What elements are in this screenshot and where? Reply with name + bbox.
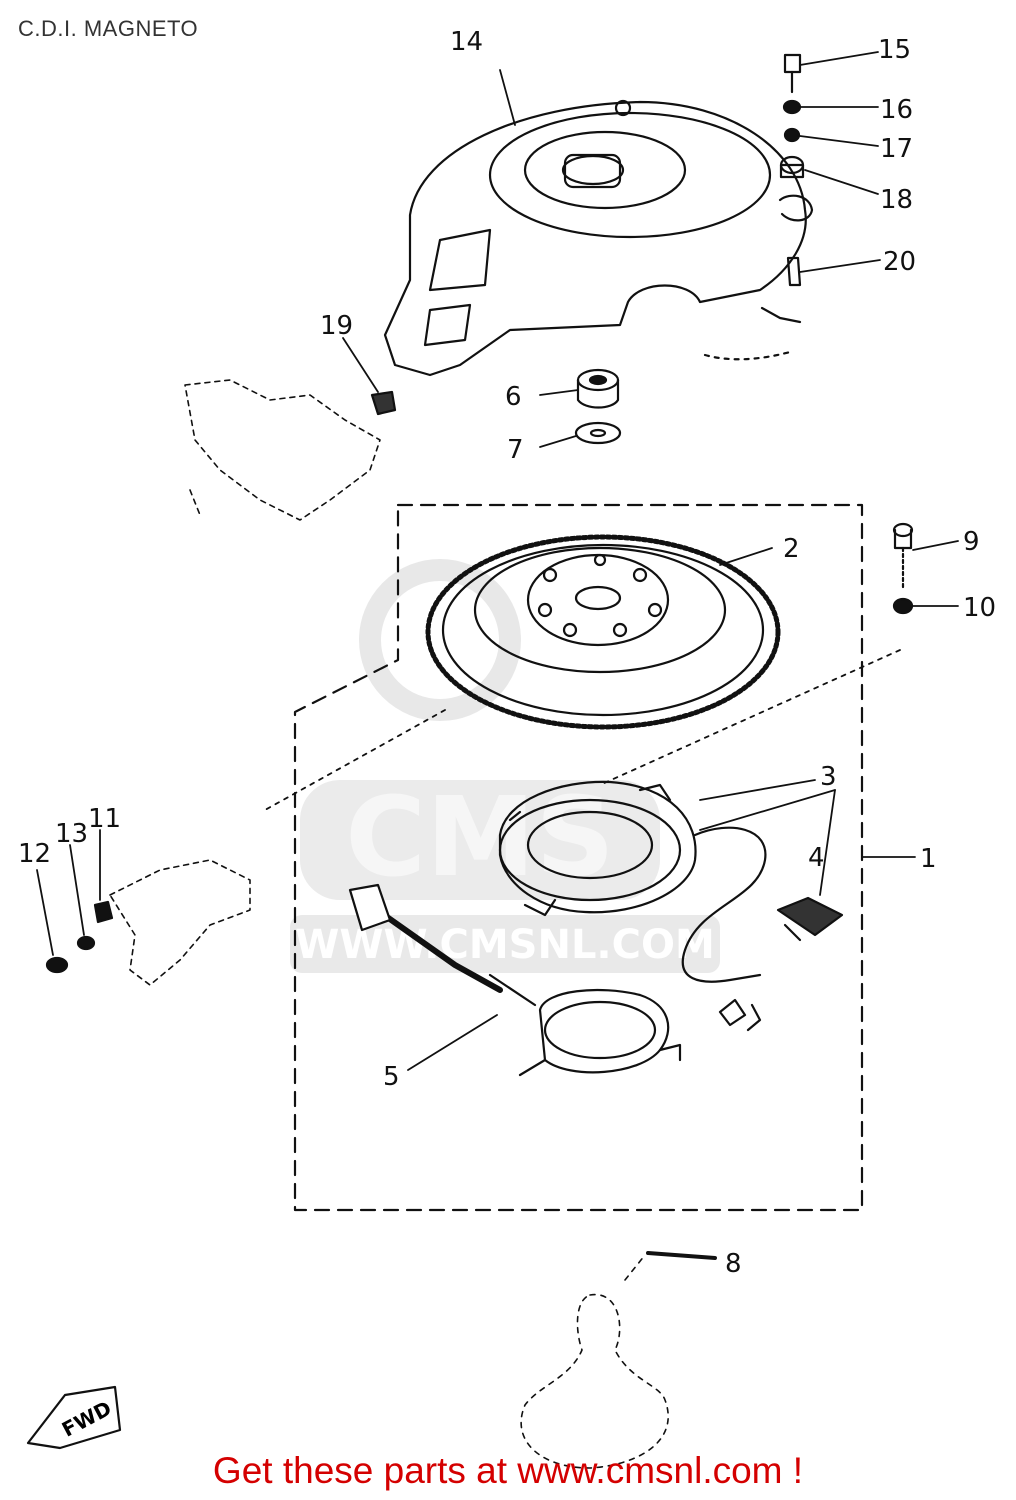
screw-12 — [45, 956, 69, 974]
part-label-4: 4 — [808, 843, 825, 873]
part-label-1: 1 — [920, 844, 937, 874]
part-label-8: 8 — [725, 1249, 742, 1279]
fwd-arrow-icon — [26, 1385, 122, 1450]
cdi-unit — [718, 896, 844, 1032]
part-label-5: 5 — [383, 1062, 400, 1092]
part-label-12: 12 — [18, 839, 51, 869]
part-label-13: 13 — [55, 819, 88, 849]
side-bracket-outline — [109, 859, 251, 986]
part-label-9: 9 — [963, 527, 980, 557]
part-labels: 14 15 16 17 18 20 19 6 7 2 9 10 3 1 4 11… — [18, 27, 996, 1442]
part-label-14: 14 — [450, 27, 483, 57]
assembly-box — [293, 503, 864, 1212]
lower-housing-outline — [520, 1254, 669, 1469]
part-label-19: 19 — [320, 311, 353, 341]
leader-lines — [36, 51, 959, 1071]
watermark-logo: CMS — [345, 773, 614, 901]
engine-bracket-outline — [184, 379, 381, 521]
washer-17 — [783, 127, 801, 143]
part-label-11: 11 — [88, 804, 121, 834]
flywheel-cover — [383, 99, 814, 377]
part-label-15: 15 — [878, 35, 911, 65]
washer-16 — [782, 99, 802, 115]
bolt-9 — [892, 522, 914, 592]
flywheel — [425, 534, 781, 730]
pin-8 — [646, 1251, 717, 1260]
grommet-18 — [779, 155, 805, 179]
washer-10 — [892, 597, 914, 615]
bracket-11 — [93, 900, 114, 924]
bolt-20 — [786, 256, 802, 287]
washer-13 — [76, 935, 96, 951]
nut-6 — [576, 368, 620, 409]
part-label-6: 6 — [505, 382, 522, 412]
part-label-10: 10 — [963, 593, 996, 623]
part-label-18: 18 — [880, 185, 913, 215]
watermark: CMS WWW.CMSNL.COM — [290, 559, 720, 973]
watermark-url: WWW.CMSNL.COM — [295, 922, 715, 968]
part-label-20: 20 — [883, 247, 916, 277]
screw-15 — [783, 53, 802, 94]
diagram-title: C.D.I. MAGNETO — [18, 16, 199, 41]
part-label-3: 3 — [820, 762, 837, 792]
washer-7 — [574, 421, 622, 445]
part-label-2: 2 — [783, 534, 800, 564]
footer-link-text[interactable]: Get these parts at www.cmsnl.com ! — [212, 1450, 804, 1491]
part-label-7: 7 — [507, 435, 524, 465]
part-label-17: 17 — [880, 134, 913, 164]
part-label-16: 16 — [880, 95, 913, 125]
pulser-coil — [348, 883, 682, 1077]
stator — [498, 780, 767, 983]
screw-19 — [370, 390, 397, 416]
